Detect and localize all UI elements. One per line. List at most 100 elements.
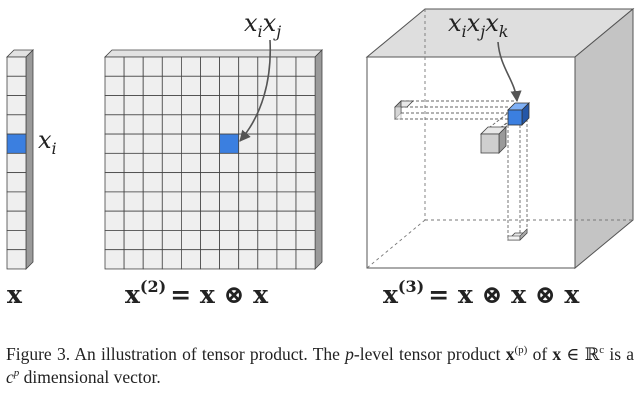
caption-c-superscript: c [599, 344, 605, 357]
matrix-cell [142, 191, 163, 212]
matrix-cell [219, 152, 240, 174]
matrix-cells [104, 56, 316, 270]
matrix-cell [104, 114, 125, 135]
matrix-cell [200, 95, 221, 116]
matrix-cell [180, 210, 201, 231]
matrix-cell [276, 172, 297, 193]
matrix-cell [219, 114, 240, 135]
matrix-cell [142, 249, 163, 270]
matrix-cell [123, 230, 144, 251]
caption-text-5: dimensional vector. [19, 367, 161, 387]
matrix-cell [295, 133, 316, 154]
matrix-cell [276, 75, 297, 96]
matrix-cell [200, 133, 221, 154]
matrix-cell [142, 133, 163, 154]
caption-real-space: ∈ ℝ [561, 344, 600, 364]
vector-element-label: xi [38, 126, 57, 158]
matrix-cell [238, 56, 259, 77]
vector-cell [6, 56, 27, 77]
matrix-cell [180, 114, 201, 135]
matrix-cell [295, 230, 316, 251]
matrix-cell [257, 210, 278, 231]
vector-column [6, 49, 34, 270]
matrix-cell [161, 56, 182, 77]
matrix-cell [257, 249, 278, 270]
matrix-cell [276, 210, 297, 231]
cube-bottom-cell [507, 228, 528, 241]
matrix-cell [276, 95, 297, 116]
matrix-cell [238, 95, 259, 116]
matrix-cell [295, 152, 316, 174]
matrix-cell [180, 191, 201, 212]
vector-cell [6, 249, 27, 270]
caption-c-variable: c [6, 367, 14, 387]
matrix-cell [200, 230, 221, 251]
matrix-cell [123, 75, 144, 96]
matrix-cell [142, 152, 163, 174]
cube-guide-lines [395, 100, 528, 240]
matrix-cell [219, 191, 240, 212]
caption-text-1: An illustration of tensor product. The [70, 344, 346, 364]
vector-cell [6, 172, 27, 193]
matrix-cell [257, 230, 278, 251]
matrix-cell [200, 191, 221, 212]
vector-selected-cell [6, 133, 27, 154]
matrix-cell [123, 172, 144, 193]
matrix-cell [123, 56, 144, 77]
matrix-cell [238, 133, 259, 154]
matrix-cell [104, 172, 125, 193]
matrix-cell [257, 191, 278, 212]
matrix-cell [142, 95, 163, 116]
matrix-cell [104, 95, 125, 116]
matrix-cell [238, 230, 259, 251]
matrix-cell [104, 56, 125, 77]
vector-cell [6, 210, 27, 231]
vector-cells [6, 56, 27, 270]
matrix-cell [257, 56, 278, 77]
matrix-cell [161, 152, 182, 174]
matrix-cell [123, 191, 144, 212]
matrix-cell [295, 210, 316, 231]
matrix-cell [219, 95, 240, 116]
matrix-cell [219, 75, 240, 96]
matrix-cell [180, 152, 201, 174]
matrix-cell [123, 114, 144, 135]
matrix-cell [276, 133, 297, 154]
vector-cell [6, 75, 27, 96]
caption-x-symbol: x [505, 344, 515, 364]
matrix-cell [104, 133, 125, 154]
vector-cell [6, 114, 27, 135]
matrix-cell [161, 133, 182, 154]
caption-text-2: -level tensor product [353, 344, 506, 364]
matrix-cell [104, 191, 125, 212]
matrix-cell [219, 172, 240, 193]
matrix-cell [276, 249, 297, 270]
caption-text-3: of [527, 344, 553, 364]
matrix-cell [123, 133, 144, 154]
matrix-cell [142, 210, 163, 231]
tensor-cube [365, 7, 635, 270]
matrix-cell [123, 249, 144, 270]
matrix-cell [200, 249, 221, 270]
matrix-cell [257, 172, 278, 193]
matrix-cell [200, 172, 221, 193]
matrix-cell [180, 172, 201, 193]
matrix-cell [104, 152, 125, 174]
matrix-cell [161, 210, 182, 231]
matrix-cell [238, 210, 259, 231]
matrix-pointer-arrow [239, 39, 272, 142]
cube-left-cell [394, 100, 414, 120]
cube-caption: x(3)= x ⊗ x ⊗ x [383, 277, 580, 309]
matrix-cell [238, 191, 259, 212]
matrix-cell [104, 249, 125, 270]
figure-caption: Figure 3. An illustration of tensor prod… [6, 343, 634, 389]
matrix-cell [295, 172, 316, 193]
matrix-cell [123, 210, 144, 231]
matrix-cell [123, 95, 144, 116]
matrix-cell [295, 249, 316, 270]
matrix-cell [180, 95, 201, 116]
matrix-caption: x(2)= x ⊗ x [125, 277, 269, 309]
cube-pointer-arrow [497, 41, 522, 103]
matrix-cell [142, 230, 163, 251]
vector-cell [6, 230, 27, 251]
